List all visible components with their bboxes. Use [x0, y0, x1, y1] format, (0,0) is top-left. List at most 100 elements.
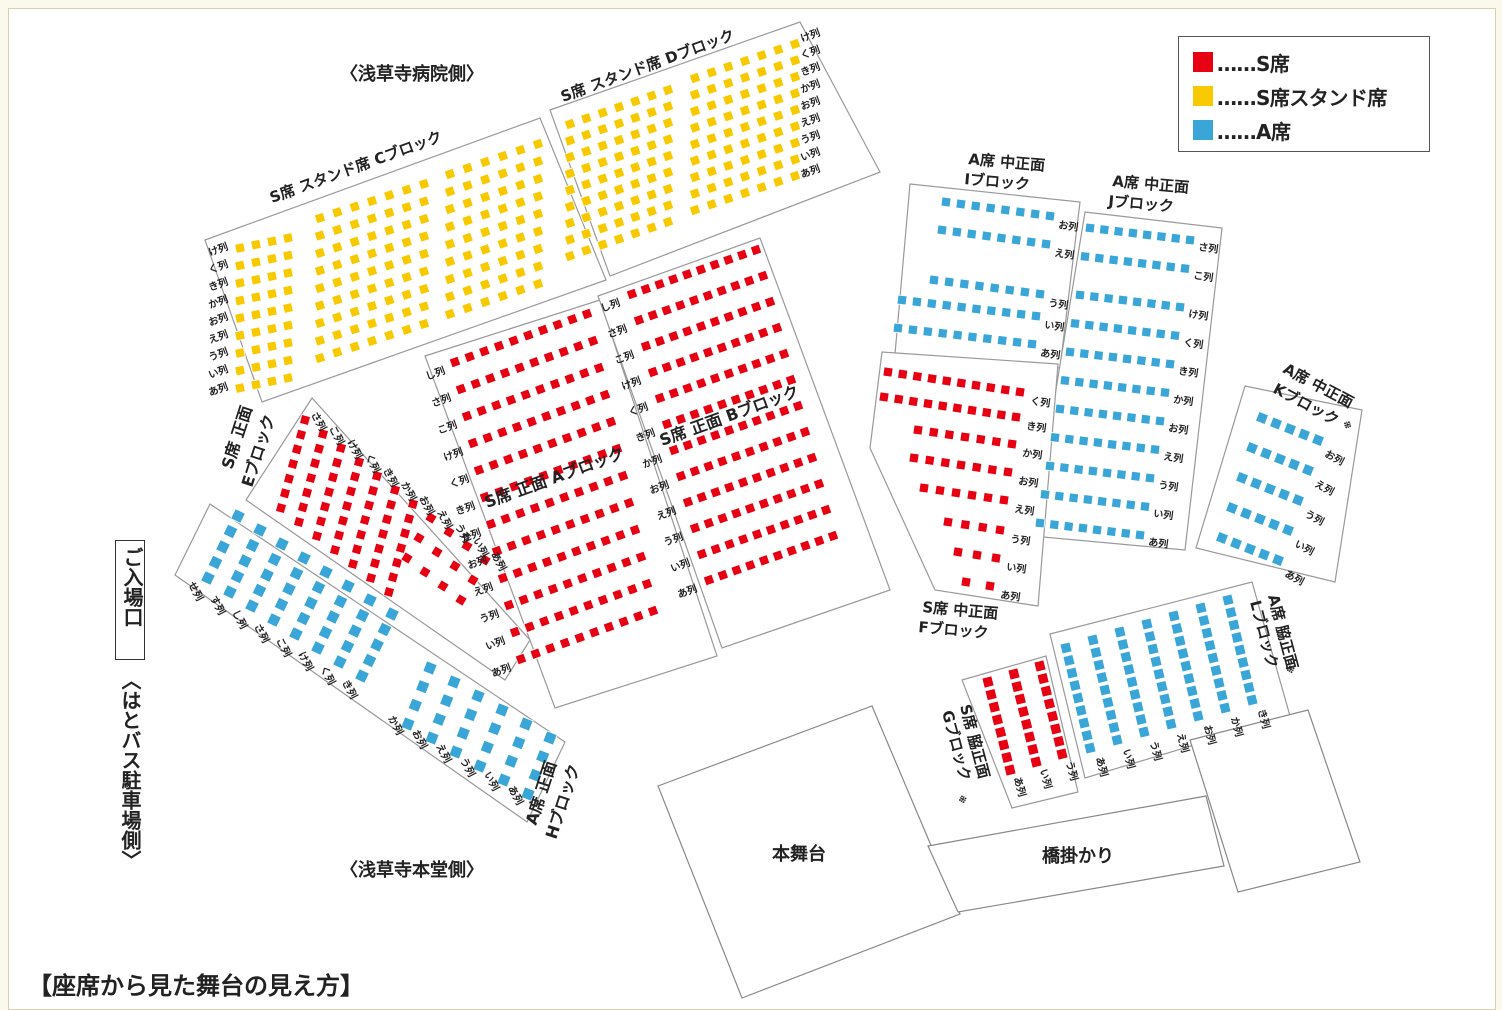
- seat[interactable]: [554, 404, 568, 418]
- seat[interactable]: [581, 453, 594, 466]
- seat[interactable]: [1098, 321, 1110, 333]
- seat[interactable]: [439, 693, 455, 709]
- seat[interactable]: [660, 360, 674, 374]
- seat[interactable]: [372, 542, 386, 555]
- seat[interactable]: [709, 429, 722, 442]
- seat[interactable]: [735, 248, 749, 262]
- seat[interactable]: [543, 496, 556, 509]
- seat[interactable]: [1281, 523, 1295, 537]
- seat[interactable]: [688, 351, 701, 364]
- seat[interactable]: [705, 115, 718, 129]
- seat[interactable]: [402, 512, 416, 525]
- seat[interactable]: [984, 580, 996, 592]
- seat[interactable]: [604, 415, 618, 429]
- seat[interactable]: [708, 372, 722, 385]
- seat[interactable]: [266, 253, 278, 265]
- seat[interactable]: [629, 194, 642, 207]
- seat[interactable]: [722, 109, 735, 123]
- seat[interactable]: [1082, 494, 1094, 506]
- seat[interactable]: [443, 255, 457, 268]
- seat[interactable]: [956, 301, 968, 313]
- seat[interactable]: [798, 425, 812, 439]
- seat[interactable]: [244, 598, 260, 614]
- seat[interactable]: [563, 117, 577, 131]
- seat[interactable]: [331, 293, 344, 306]
- seat[interactable]: [612, 150, 626, 163]
- seat[interactable]: [981, 675, 995, 689]
- seat[interactable]: [771, 492, 784, 505]
- seat[interactable]: [313, 316, 327, 330]
- seat[interactable]: [702, 573, 716, 587]
- seat[interactable]: [250, 256, 262, 268]
- seat[interactable]: [461, 249, 474, 262]
- seat[interactable]: [326, 471, 340, 484]
- seat[interactable]: [616, 469, 630, 483]
- seat[interactable]: [959, 431, 971, 443]
- seat[interactable]: [1007, 667, 1021, 681]
- seat[interactable]: [555, 550, 568, 563]
- seat[interactable]: [970, 379, 982, 391]
- seat[interactable]: [560, 431, 574, 445]
- seat[interactable]: [365, 299, 379, 313]
- seat[interactable]: [407, 697, 423, 713]
- seat[interactable]: [770, 321, 784, 335]
- seat[interactable]: [1263, 482, 1277, 496]
- seat[interactable]: [443, 220, 457, 233]
- seat[interactable]: [200, 570, 216, 586]
- seat[interactable]: [778, 518, 791, 531]
- seat[interactable]: [995, 409, 1007, 421]
- seat[interactable]: [951, 226, 963, 238]
- seat[interactable]: [250, 273, 262, 286]
- seat[interactable]: [496, 571, 510, 585]
- seat[interactable]: [417, 265, 431, 278]
- seat[interactable]: [1083, 741, 1097, 755]
- seat[interactable]: [526, 561, 539, 574]
- seat[interactable]: [629, 95, 642, 108]
- seat[interactable]: [443, 290, 457, 303]
- seat[interactable]: [1073, 376, 1085, 388]
- seat[interactable]: [222, 523, 239, 540]
- seat[interactable]: [688, 170, 702, 184]
- seat[interactable]: [318, 500, 332, 513]
- seat[interactable]: [736, 476, 750, 489]
- seat[interactable]: [383, 259, 396, 272]
- seat[interactable]: [508, 625, 522, 639]
- seat[interactable]: [1230, 630, 1244, 645]
- seat[interactable]: [688, 88, 702, 101]
- seat[interactable]: [461, 161, 474, 175]
- seat[interactable]: [757, 440, 770, 453]
- seat[interactable]: [350, 543, 364, 556]
- seat[interactable]: [572, 485, 586, 499]
- seat[interactable]: [1036, 672, 1050, 686]
- seat[interactable]: [1169, 330, 1181, 341]
- seat[interactable]: [1164, 358, 1176, 370]
- seat[interactable]: [1102, 380, 1114, 392]
- seat[interactable]: [557, 345, 570, 358]
- seat[interactable]: [340, 578, 356, 594]
- seat[interactable]: [454, 593, 468, 607]
- seat[interactable]: [318, 564, 334, 580]
- seat[interactable]: [998, 494, 1010, 506]
- seat[interactable]: [738, 87, 752, 101]
- seat[interactable]: [610, 442, 624, 456]
- seat[interactable]: [507, 334, 520, 347]
- seat[interactable]: [540, 410, 553, 423]
- seat[interactable]: [922, 326, 934, 338]
- seat[interactable]: [661, 100, 675, 113]
- seat[interactable]: [1048, 519, 1060, 531]
- seat[interactable]: [1026, 742, 1040, 756]
- seat[interactable]: [896, 294, 908, 306]
- seat[interactable]: [250, 291, 262, 303]
- seat[interactable]: [580, 211, 593, 224]
- seat[interactable]: [729, 450, 743, 463]
- seat[interactable]: [417, 282, 431, 296]
- seat[interactable]: [763, 352, 777, 366]
- seat[interactable]: [878, 391, 890, 403]
- seat[interactable]: [348, 270, 361, 283]
- seat[interactable]: [987, 700, 1001, 714]
- seat[interactable]: [1029, 755, 1043, 769]
- seat[interactable]: [942, 516, 954, 528]
- seat[interactable]: [266, 305, 278, 318]
- seat[interactable]: [1115, 469, 1127, 481]
- seat[interactable]: [738, 104, 752, 117]
